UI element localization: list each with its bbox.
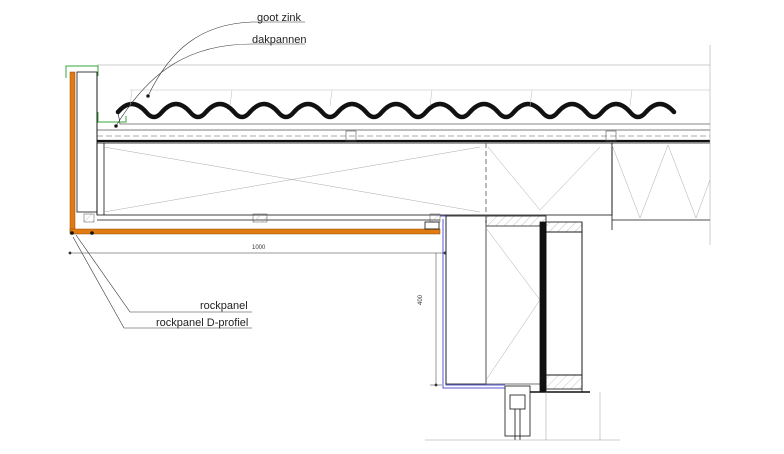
roof-structure: [96, 64, 711, 221]
zinc-gutter: [65, 65, 127, 123]
label-goot-zink: goot zink: [257, 12, 302, 24]
label-rockpanel-d-profiel: rockpanel D-profiel: [156, 317, 249, 329]
wall-section: [425, 143, 620, 441]
aluminium-trim: [440, 215, 505, 389]
dimension-horizontal: 1000: [252, 245, 266, 251]
leader-lines: [72, 21, 305, 329]
soffit-rockpanel: [69, 213, 441, 235]
roof-tiles: [115, 89, 710, 125]
label-rockpanel: rockpanel: [200, 300, 248, 312]
fascia-rockpanel: [69, 71, 98, 233]
dimension-lines: [68, 251, 447, 387]
label-dakpannen: dakpannen: [252, 34, 307, 46]
dimension-vertical: 400: [418, 294, 424, 305]
